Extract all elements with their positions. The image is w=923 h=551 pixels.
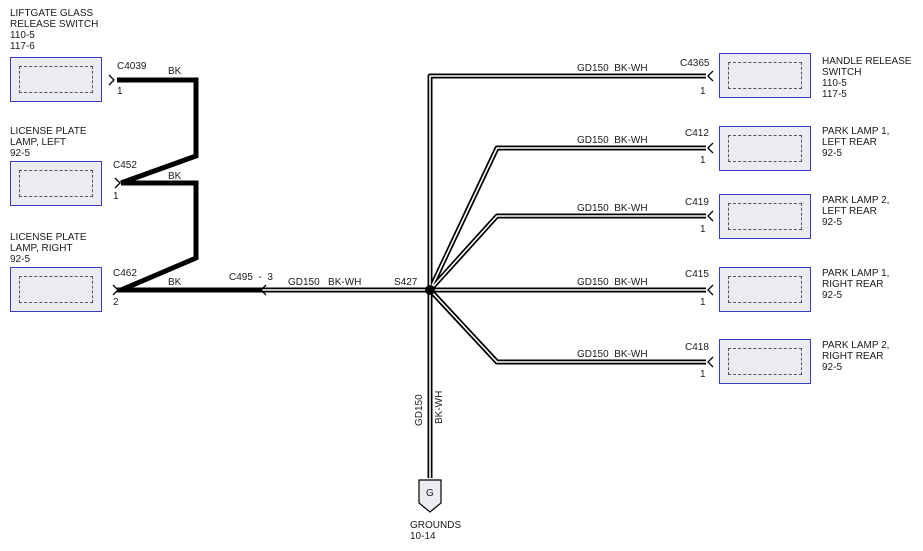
license-lamp-right-box [10, 267, 102, 312]
splice-dot [425, 285, 435, 295]
ground-symbol-icon [418, 479, 442, 513]
park-lamp-2-right-label: PARK LAMP 2, RIGHT REAR 92-5 [822, 340, 890, 373]
connector-c419-label: C419 [685, 197, 709, 208]
connector-c415-label: C415 [685, 269, 709, 280]
park-lamp-1-left-box [719, 126, 811, 171]
bk-wires [117, 77, 262, 293]
chevron-c462-icon [112, 284, 119, 296]
connector-c418-label: C418 [685, 342, 709, 353]
vertical-wire-color-label: BK-WH [434, 390, 445, 424]
splice-label: S427 [394, 277, 418, 288]
ground-symbol-letter: G [426, 488, 434, 499]
wire-color: BK-WH [328, 277, 362, 288]
pin-c4039: 1 [117, 86, 123, 97]
c495-pin: 3 [267, 272, 273, 283]
connector-c4039-label: C4039 [117, 61, 147, 72]
park-lamp-2-left-label: PARK LAMP 2, LEFT REAR 92-5 [822, 195, 890, 228]
wire-circuit: GD150 [577, 277, 609, 288]
wire-color: BK-WH [614, 277, 648, 288]
vertical-wire-circuit-label: GD150 [414, 394, 425, 426]
chevron-c419-icon [707, 210, 714, 222]
park-lamp-2-right-box [719, 339, 811, 384]
connector-c412-label: C412 [685, 128, 709, 139]
bk-wire-label-2: BK [168, 171, 182, 182]
bk-wire-c452-to-c462 [120, 180, 199, 293]
wire-circuit: GD150 [577, 135, 609, 146]
chevron-c4365-icon [707, 70, 714, 82]
chevron-c418-icon [707, 356, 714, 368]
chevron-c452-icon [114, 177, 121, 189]
pin-c419: 1 [700, 224, 706, 235]
wire-color: BK-WH [614, 203, 648, 214]
wire-label-c419: GD150 BK-WH [577, 203, 648, 214]
pin-c418: 1 [700, 369, 706, 380]
pin-c462: 2 [113, 297, 119, 308]
connector-c495-label: C495 - 3 [229, 272, 273, 283]
license-lamp-left-label: LICENSE PLATE LAMP, LEFT 92-5 [10, 126, 87, 159]
wire-label-c418: GD150 BK-WH [577, 349, 648, 360]
license-lamp-left-box [10, 161, 102, 206]
chevron-c495-icon [260, 284, 267, 296]
park-lamp-2-left-box [719, 194, 811, 239]
c495-separator: - [258, 272, 262, 283]
liftgate-glass-switch-label: LIFTGATE GLASS RELEASE SWITCH 110-5 117-… [10, 8, 99, 52]
connector-chevrons [108, 70, 714, 368]
handle-release-switch-label: HANDLE RELEASE SWITCH 110-5 117-5 [822, 56, 912, 100]
chevron-c412-icon [707, 142, 714, 154]
bk-wire-c4039-to-c452 [117, 77, 199, 186]
gd150-wires [262, 73, 706, 478]
chevron-c415-icon [707, 284, 714, 296]
handle-release-switch-box [719, 53, 811, 98]
wire-label-c4365: GD150 BK-WH [577, 63, 648, 74]
license-lamp-right-label: LICENSE PLATE LAMP, RIGHT 92-5 [10, 232, 87, 265]
connector-c452-label: C452 [113, 160, 137, 171]
park-lamp-1-right-label: PARK LAMP 1, RIGHT REAR 92-5 [822, 268, 890, 301]
connector-c4365-label: C4365 [680, 58, 710, 69]
park-lamp-1-left-label: PARK LAMP 1, LEFT REAR 92-5 [822, 126, 890, 159]
pin-c4365: 1 [700, 86, 706, 97]
bk-wire-label-1: BK [168, 66, 182, 77]
center-wire-label: GD150 BK-WH [288, 277, 361, 288]
park-lamp-1-right-box [719, 267, 811, 312]
chevron-c4039-icon [108, 74, 115, 86]
pin-c415: 1 [700, 297, 706, 308]
wire-circuit: GD150 [577, 63, 609, 74]
liftgate-glass-switch-box [10, 57, 102, 102]
wire-label-c412: GD150 BK-WH [577, 135, 648, 146]
wire-circuit: GD150 [577, 203, 609, 214]
wire-label-c415: GD150 BK-WH [577, 277, 648, 288]
c495-id: C495 [229, 272, 253, 283]
pin-c412: 1 [700, 155, 706, 166]
connector-c462-label: C462 [113, 268, 137, 279]
wire-circuit: GD150 [577, 349, 609, 360]
pin-c452: 1 [113, 191, 119, 202]
wire-color: BK-WH [614, 63, 648, 74]
wire-circuit: GD150 [288, 277, 320, 288]
grounds-label: GROUNDS 10-14 [410, 520, 462, 542]
bk-wire-label-3: BK [168, 277, 182, 288]
wire-color: BK-WH [614, 135, 648, 146]
wire-color: BK-WH [614, 349, 648, 360]
